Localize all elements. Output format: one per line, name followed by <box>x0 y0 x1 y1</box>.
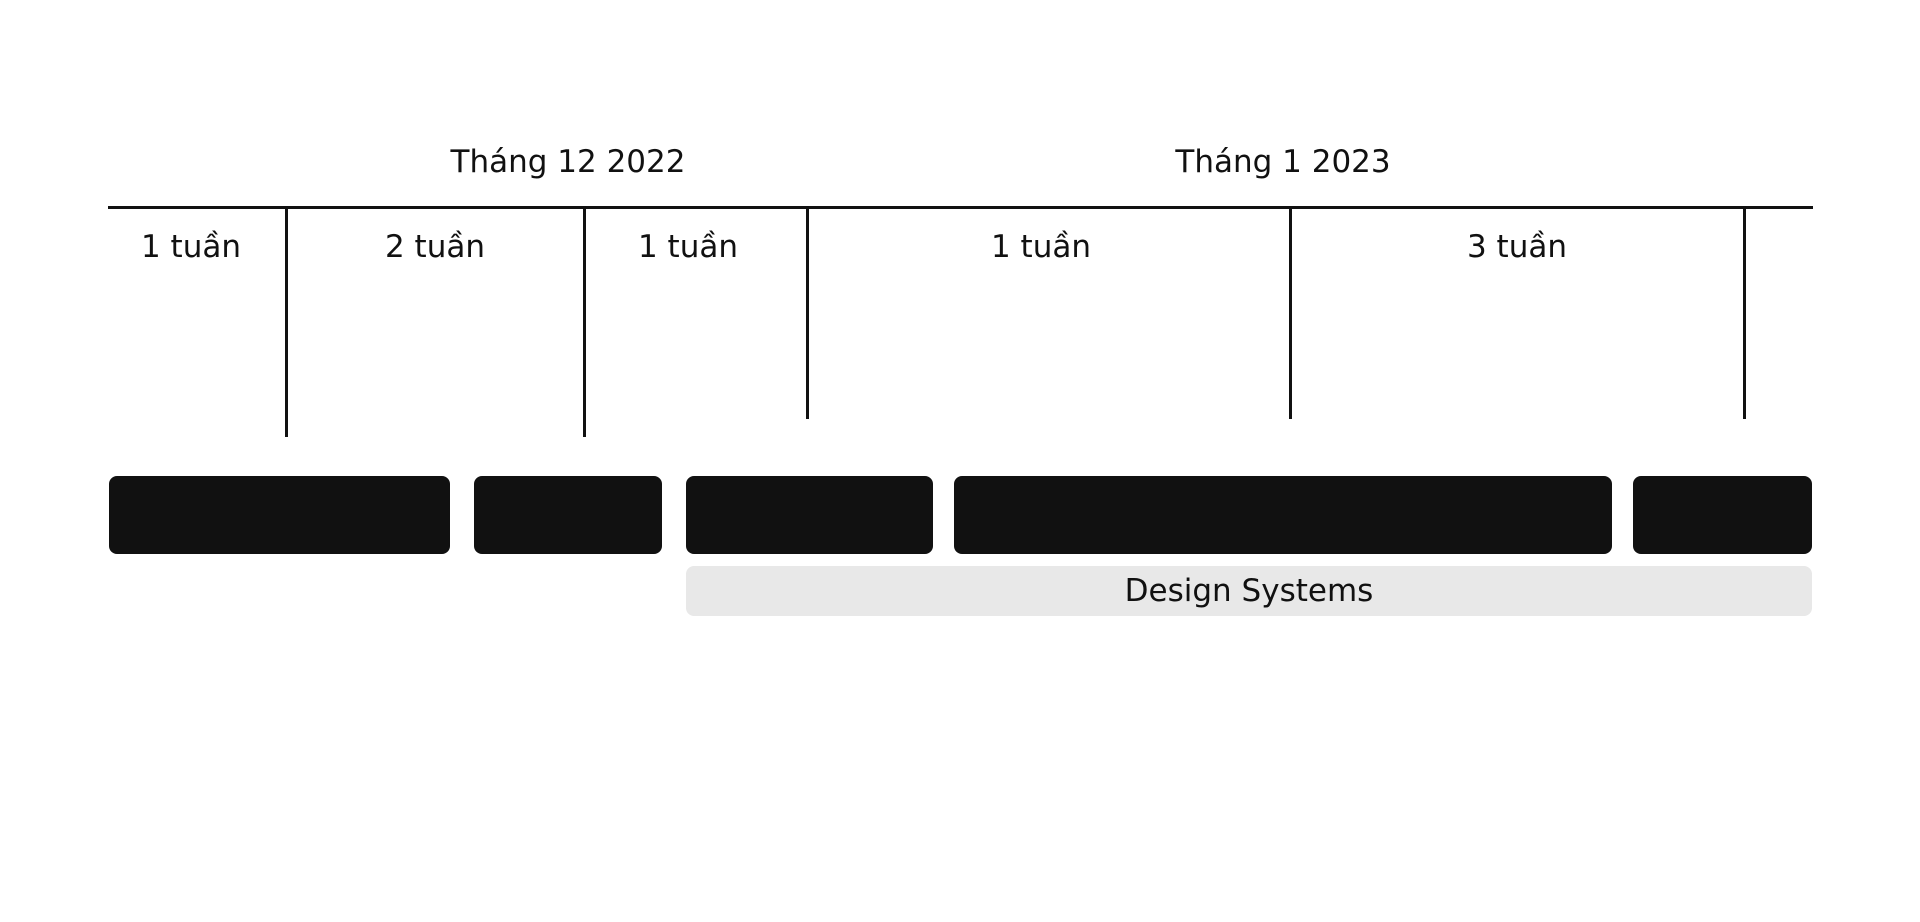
timeline-axis <box>108 206 1813 209</box>
duration-label: 2 tuần <box>384 229 486 265</box>
timeline-tick <box>1743 207 1746 419</box>
phase-block <box>1633 476 1812 554</box>
duration-label: 1 tuần <box>140 229 242 265</box>
duration-label: 3 tuần <box>1466 229 1568 265</box>
timeline-tick <box>1289 207 1292 419</box>
timeline-tick <box>583 207 586 437</box>
phase-block <box>474 476 662 554</box>
month-label-dec-2022: Tháng 12 2022 <box>450 144 686 180</box>
duration-label: 1 tuần <box>990 229 1092 265</box>
design-systems-band: Design Systems <box>686 566 1812 616</box>
design-systems-label: Design Systems <box>1124 573 1374 609</box>
phase-block <box>109 476 450 554</box>
timeline-tick <box>806 207 809 419</box>
timeline-tick <box>285 207 288 437</box>
duration-label: 1 tuần <box>637 229 739 265</box>
phase-block <box>954 476 1612 554</box>
month-label-jan-2023: Tháng 1 2023 <box>1175 144 1391 180</box>
phase-block <box>686 476 933 554</box>
